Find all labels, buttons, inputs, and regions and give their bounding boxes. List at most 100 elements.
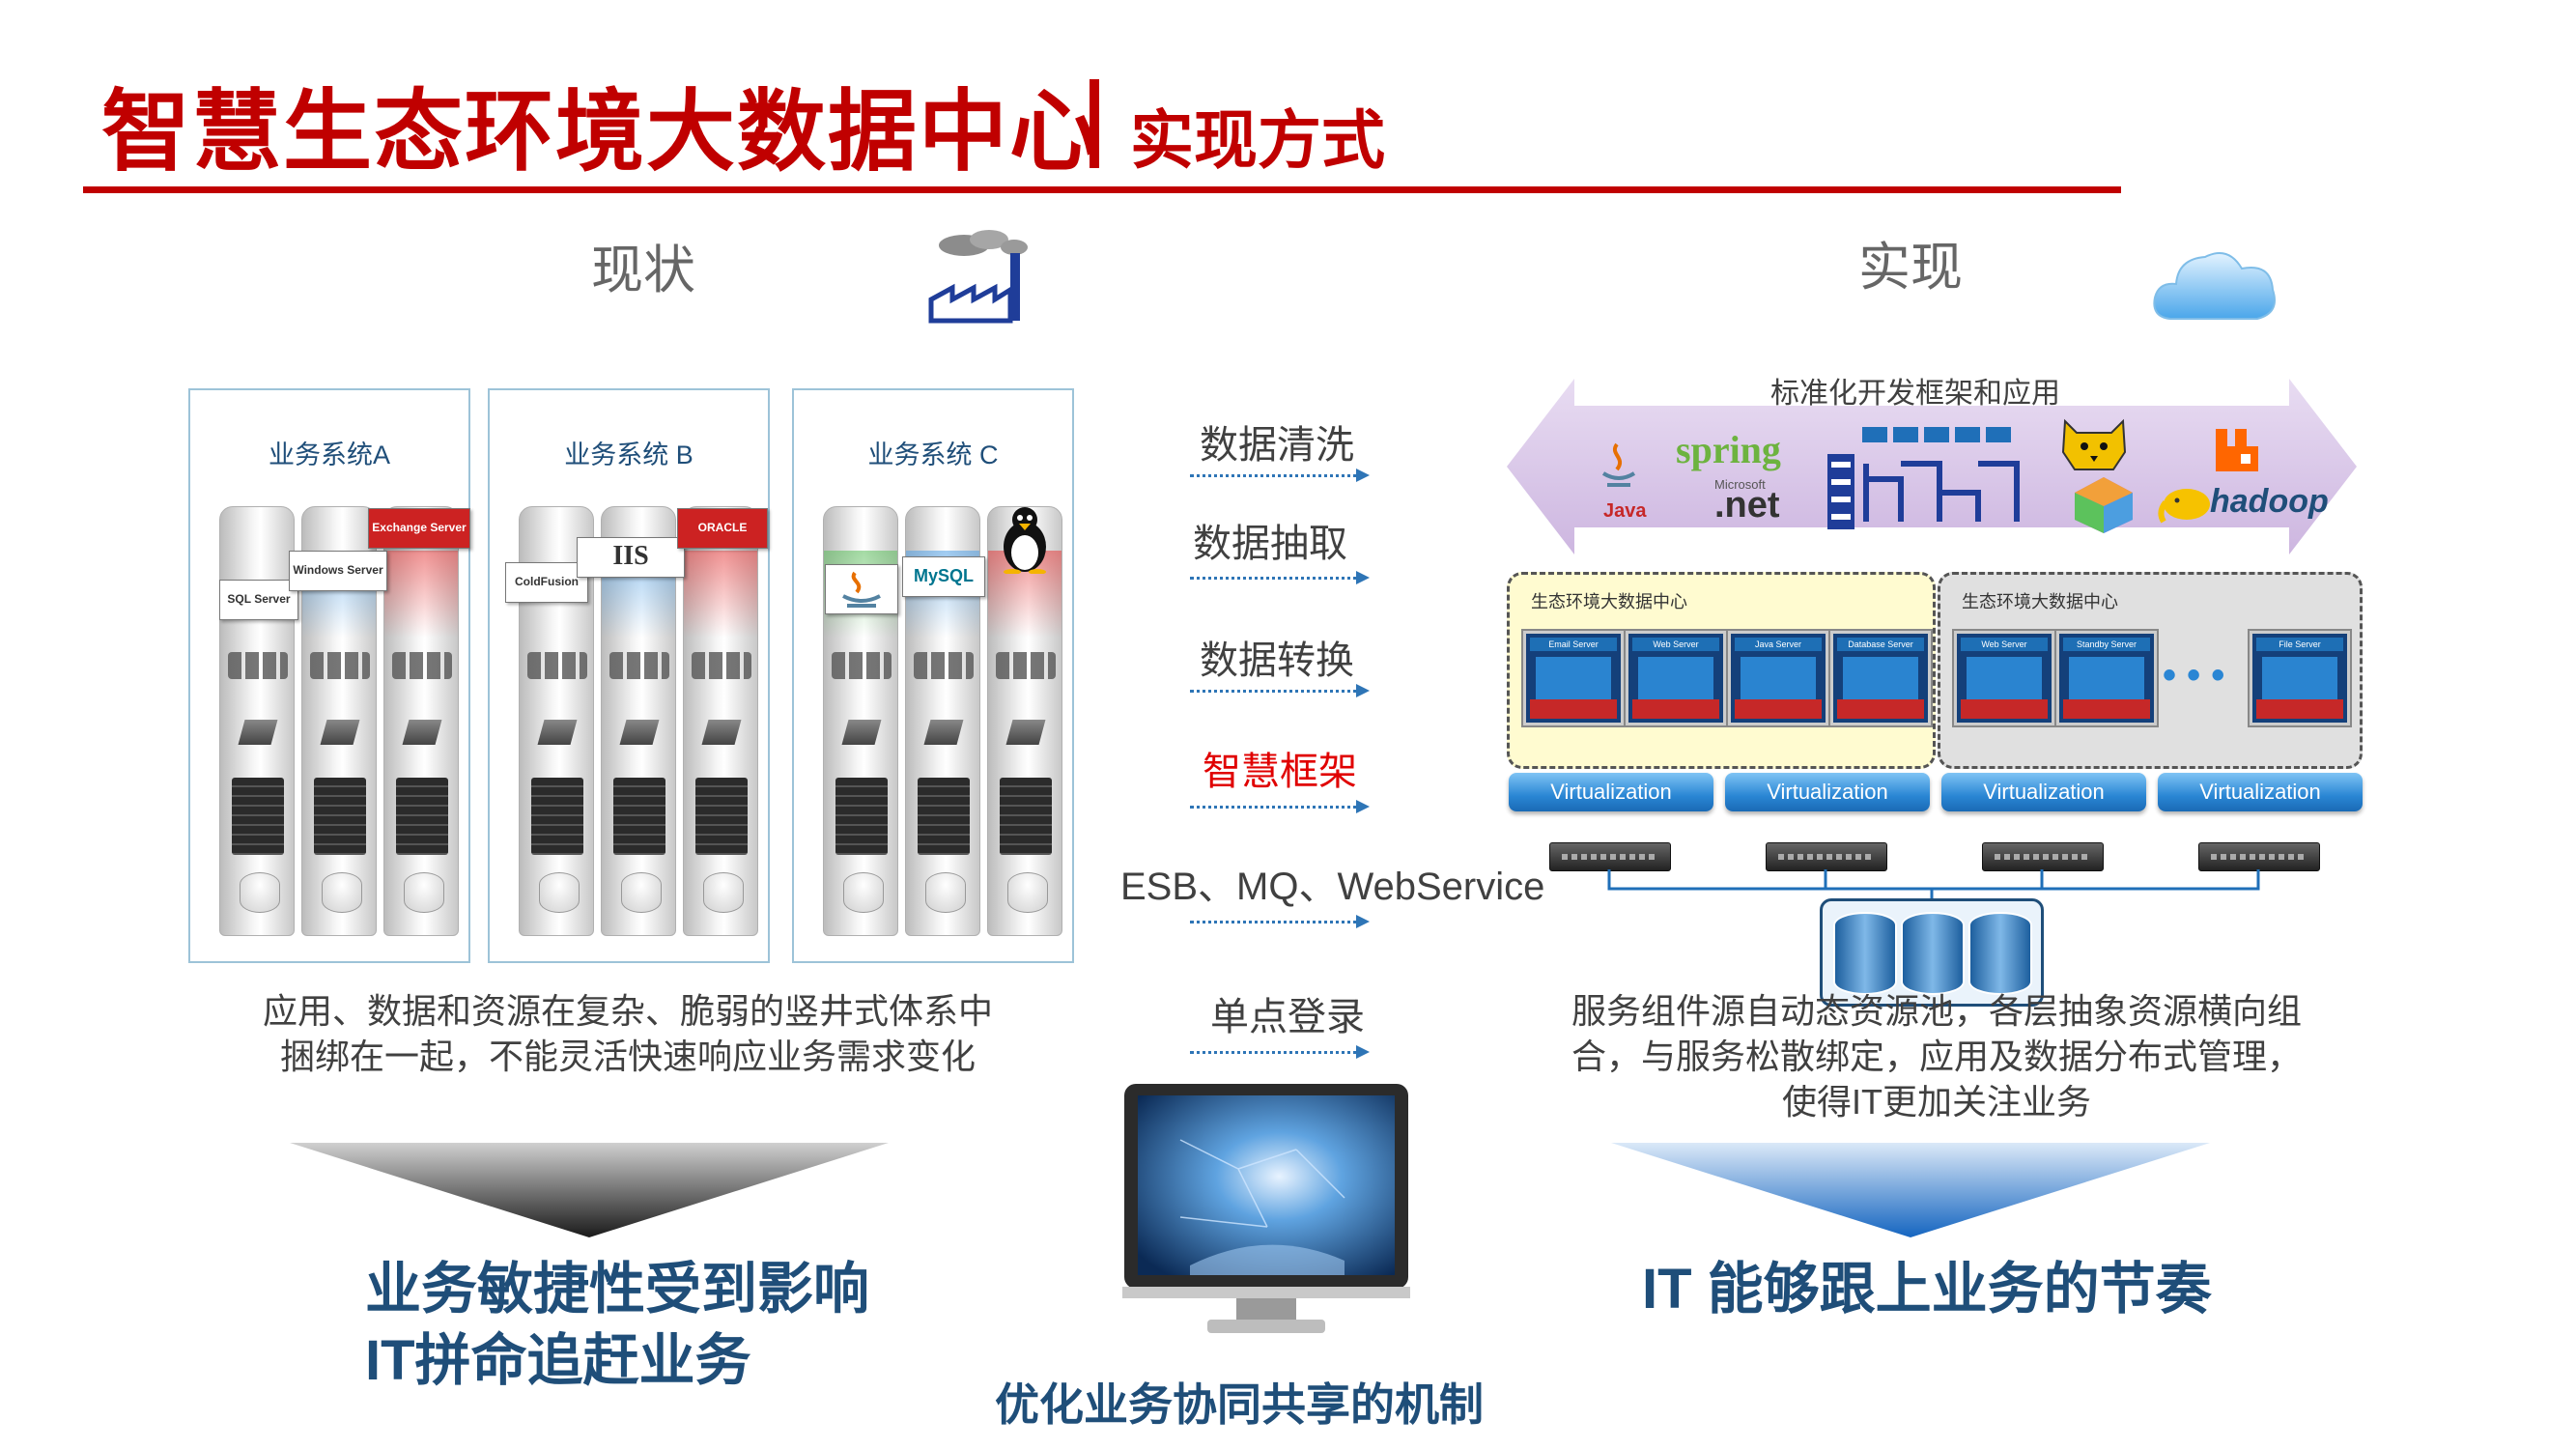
linux-penguin-icon: [995, 504, 1055, 574]
server-rack-icon: [396, 778, 448, 855]
java-logo-icon: [1596, 440, 1642, 497]
network-icon: [609, 652, 669, 679]
flow-label-smart-framework: 智慧框架: [1203, 740, 1357, 796]
network-icon: [527, 652, 587, 679]
server-rack-icon: [531, 778, 583, 855]
vm-file-server: File Server: [2250, 631, 2350, 725]
storage-icon: [843, 872, 884, 913]
datacenter-label: 生态环境大数据中心: [1962, 588, 2118, 613]
switch-icon: [924, 720, 964, 745]
flow-arrow: [1190, 806, 1364, 809]
virtualization-bar: Virtualization: [2158, 773, 2363, 811]
vm-standby-server: Standby Server: [2056, 631, 2157, 725]
storage-icon: [703, 872, 744, 913]
factory-icon: [925, 224, 1033, 328]
flow-arrow: [1190, 690, 1364, 693]
gray-down-arrow-icon: [290, 1143, 889, 1237]
server-rack-icon: [695, 778, 748, 855]
storage-icon: [621, 872, 662, 913]
silo-column: [219, 506, 295, 936]
switch-icon: [620, 720, 660, 745]
network-icon: [692, 652, 751, 679]
vm-web-server: Web Server: [1626, 631, 1726, 725]
network-icon: [228, 652, 288, 679]
vm-database-server: Database Server: [1830, 631, 1931, 725]
implementation-result: IT 能够跟上业务的节奏: [1642, 1254, 2212, 1325]
switch-icon: [321, 720, 360, 745]
implementation-description: 服务组件源自动态资源池，各层抽象资源横向组 合，与服务松散绑定，应用及数据分布式…: [1516, 988, 2357, 1124]
flow-arrow: [1190, 577, 1364, 580]
flow-label-esb: ESB、MQ、WebService: [1120, 855, 1544, 911]
header-rule: [83, 186, 2121, 193]
description-line: 应用、数据和资源在复杂、脆弱的竖井式体系中: [188, 988, 1067, 1034]
silo-column: [383, 506, 459, 936]
storage-cylinder-icon: [1833, 912, 1897, 995]
sqlserver-logo: SQL Server: [219, 580, 298, 620]
flow-label-data-extraction: 数据抽取: [1193, 512, 1347, 568]
column-glow: [684, 551, 757, 638]
description-line: 使得IT更加关注业务: [1516, 1079, 2357, 1124]
business-system-c-label: 业务系统 C: [794, 434, 1072, 471]
business-system-a-label: 业务系统A: [190, 434, 468, 471]
result-line: IT拼命追赶业务: [365, 1325, 869, 1397]
mysql-logo: MySQL: [902, 556, 985, 597]
java-logo-icon: [825, 564, 898, 614]
monitor-icon: [1122, 1082, 1410, 1335]
column-glow: [384, 551, 458, 638]
rabbitmq-logo-icon: [2212, 425, 2262, 473]
framework-label: 标准化开发框架和应用: [1770, 369, 2060, 412]
current-state-heading: 现状: [591, 227, 695, 303]
page-title: 智慧生态环境大数据中心: [101, 60, 1100, 188]
description-line: 合，与服务松散绑定，应用及数据分布式管理，: [1516, 1034, 2357, 1079]
server-rack-icon: [1000, 778, 1052, 855]
implementation-heading: 实现: [1858, 224, 1963, 300]
switch-icon: [239, 720, 278, 745]
silo-column: [683, 506, 758, 936]
title-divider: [1090, 79, 1099, 168]
flow-label-sso: 单点登录: [1210, 985, 1365, 1041]
network-icon: [996, 652, 1056, 679]
storage-cylinder-icon: [1968, 912, 2032, 995]
business-system-b-panel: 业务系统 B ColdFusion IIS ORACLE: [488, 388, 770, 963]
page-subtitle: 实现方式: [1130, 89, 1385, 182]
color-cube-icon: [2073, 475, 2135, 535]
switch-icon: [842, 720, 882, 745]
cloud-icon: [2149, 242, 2280, 325]
network-icon: [310, 652, 370, 679]
business-system-a-panel: 业务系统A SQL Server Windows Server Exchange…: [188, 388, 470, 963]
tomcat-logo-icon: [2053, 413, 2135, 475]
flow-label-data-cleaning: 数据清洗: [1200, 413, 1354, 469]
datacenter-box-primary: 生态环境大数据中心 Email Server Web Server Java S…: [1507, 572, 1936, 769]
datacenter-label: 生态环境大数据中心: [1531, 588, 1687, 613]
hadoop-label: hadoop: [2210, 483, 2329, 521]
storage-icon: [1007, 872, 1048, 913]
server-rack-icon: [232, 778, 284, 855]
storage-cylinder-icon: [1901, 912, 1965, 995]
windows-server-logo: Windows Server: [289, 551, 387, 591]
business-system-c-panel: 业务系统 C MySQL: [792, 388, 1074, 963]
architecture-graph-icon: [1824, 425, 2026, 533]
java-label: Java: [1603, 500, 1647, 523]
network-icon: [914, 652, 974, 679]
virtualization-bar: Virtualization: [1725, 773, 1930, 811]
switch-icon: [538, 720, 578, 745]
network-icon: [832, 652, 892, 679]
result-line: 业务敏捷性受到影响: [365, 1254, 869, 1325]
hadoop-elephant-icon: [2156, 483, 2214, 526]
bottom-caption: 优化业务协同共享的机制: [995, 1370, 1484, 1434]
datacenter-box-secondary: 生态环境大数据中心 Web Server Standby Server • • …: [1938, 572, 2363, 769]
vm-web-server: Web Server: [1954, 631, 2054, 725]
oracle-logo: ORACLE: [677, 508, 768, 549]
vm-email-server: Email Server: [1523, 631, 1624, 725]
flow-label-data-transform: 数据转换: [1200, 629, 1354, 685]
exchange-server-logo: Exchange Server: [368, 508, 470, 549]
description-line: 捆绑在一起，不能灵活快速响应业务需求变化: [188, 1034, 1067, 1079]
business-system-b-label: 业务系统 B: [490, 434, 768, 471]
current-state-result: 业务敏捷性受到影响 IT拼命追赶业务: [365, 1254, 869, 1397]
storage-icon: [322, 872, 362, 913]
switch-icon: [1006, 720, 1046, 745]
storage-icon: [539, 872, 580, 913]
storage-icon: [925, 872, 966, 913]
iis-logo: IIS: [577, 537, 685, 578]
switch-icon: [403, 720, 442, 745]
